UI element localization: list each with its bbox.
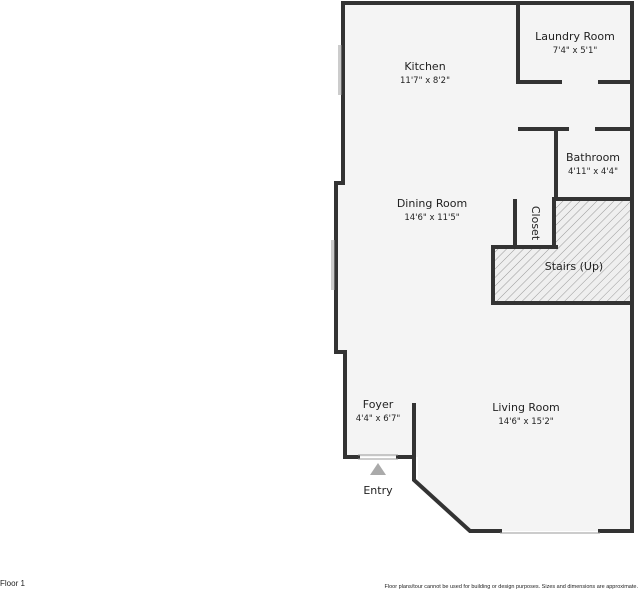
living-room-name: Living Room <box>492 401 560 414</box>
floor-label: Floor 1 <box>0 579 25 588</box>
foyer-name: Foyer <box>363 398 394 411</box>
stairs-name: Stairs (Up) <box>545 260 603 273</box>
laundry-room-dims: 7'4" x 5'1" <box>553 46 598 56</box>
window-marks <box>331 45 600 534</box>
stairs-hatch <box>493 201 632 303</box>
entry-arrow-icon <box>370 463 386 475</box>
kitchen-dims: 11'7" x 8'2" <box>400 76 450 86</box>
kitchen-name: Kitchen <box>404 60 445 73</box>
bathroom-dims: 4'11" x 4'4" <box>568 167 618 177</box>
dining-room-name: Dining Room <box>397 197 467 210</box>
foyer-dims: 4'4" x 6'7" <box>356 414 401 424</box>
laundry-room-name: Laundry Room <box>535 30 615 43</box>
entry-label: Entry <box>363 484 393 497</box>
disclaimer-text: Floor plans/tour cannot be used for buil… <box>384 584 638 590</box>
walls <box>334 1 634 533</box>
bathroom-name: Bathroom <box>566 151 620 164</box>
closet-name: Closet <box>529 206 542 241</box>
living-room-dims: 14'6" x 15'2" <box>498 417 553 427</box>
dining-room-dims: 14'6" x 11'5" <box>404 213 459 223</box>
